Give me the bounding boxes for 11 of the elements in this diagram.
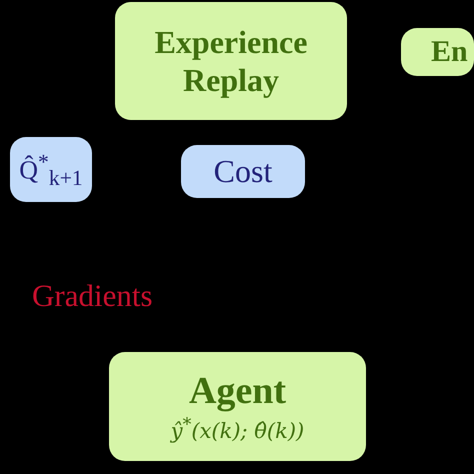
node-title: Agent bbox=[188, 369, 286, 414]
process-box bbox=[181, 145, 305, 198]
annotation-label: Gradients bbox=[32, 278, 153, 314]
formula-text: ŷ$^{*}$(x(k); θ̂(k)) bbox=[170, 414, 304, 444]
process-box bbox=[109, 352, 366, 461]
process-box bbox=[401, 28, 474, 76]
process-box bbox=[10, 137, 92, 202]
node-title: Experience Replay bbox=[154, 22, 308, 100]
process-box bbox=[115, 2, 347, 120]
node-title: En bbox=[431, 34, 468, 70]
node-title: Cost bbox=[214, 152, 272, 191]
